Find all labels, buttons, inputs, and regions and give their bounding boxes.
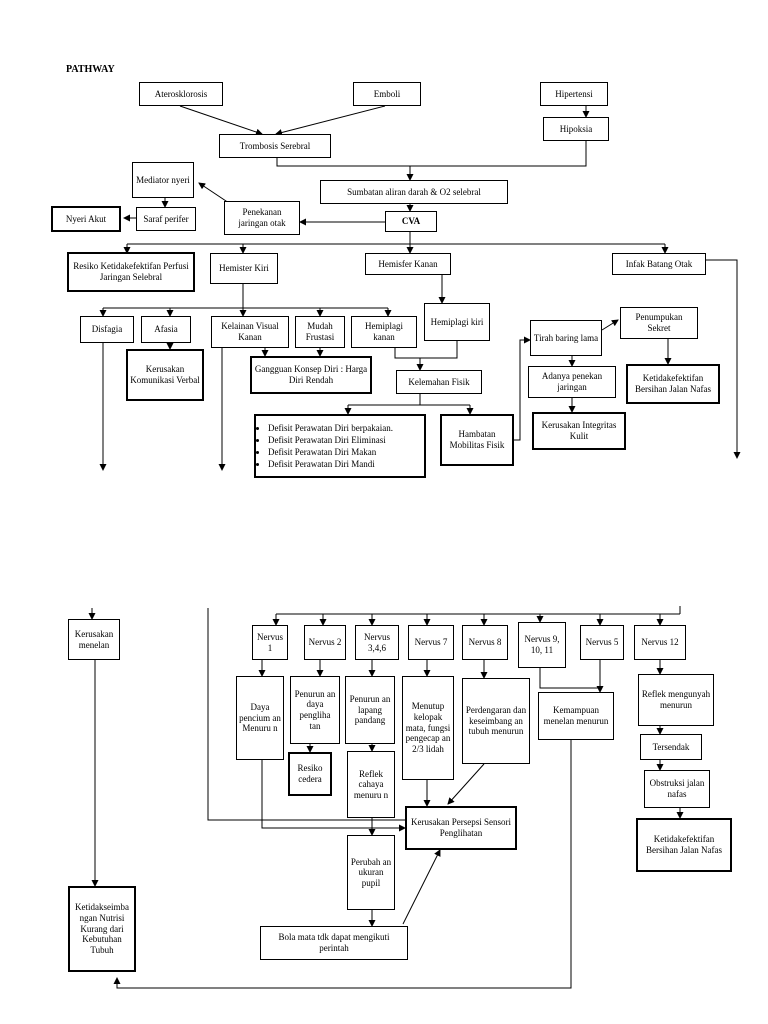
nervus-9-10-11-node: Nervus 9, 10, 11 [518, 622, 566, 668]
aterosklorosis-node: Aterosklorosis [139, 82, 223, 106]
nervus-8-node: Nervus 8 [462, 625, 508, 660]
kerusakan-menelan-node: Kerusakan menelan [68, 619, 120, 660]
bola-mata-node: Bola mata tdk dapat mengikuti perintah [260, 926, 408, 960]
resiko-perfusi-node: Resiko Ketidakefektifan Perfusi Jaringan… [67, 252, 195, 292]
penurunan-penglihatan-node: Penurun an daya pengliha tan [290, 676, 340, 744]
defisit-list: Defisit Perawatan Diri berpakaian. Defis… [258, 422, 393, 471]
ketidakefektifan-jalan-nafas-top-node: Ketidakefektifan Bersihan Jalan Nafas [626, 364, 720, 404]
kerusakan-integritas-node: Kerusakan Integritas Kulit [532, 412, 626, 450]
reflek-mengunyah-node: Reflek mengunyah menurun [638, 674, 714, 726]
saraf-perifer-node: Saraf perifer [136, 207, 196, 231]
kemampuan-menelan-node: Kemampuan menelan menurun [538, 692, 614, 740]
emboli-node: Emboli [353, 82, 421, 106]
penumpukan-sekret-node: Penumpukan Sekret [620, 307, 698, 339]
gangguan-konsep-node: Gangguan Konsep Diri : Harga Diri Rendah [250, 356, 372, 394]
obstruksi-node: Obstruksi jalan nafas [644, 770, 710, 808]
perubahan-pupil-node: Perubah an ukuran pupil [347, 835, 395, 910]
nervus-2-node: Nervus 2 [304, 625, 346, 660]
perdengaran-node: Perdengaran dan keseimbang an tubuh menu… [462, 678, 530, 764]
defisit-item: Defisit Perawatan Diri berpakaian. [268, 422, 393, 434]
reflek-cahaya-node: Reflek cahaya menuru n [347, 751, 395, 818]
kelainan-visual-node: Kelainan Visual Kanan [211, 316, 289, 348]
hemiplagi-kiri-node: Hemiplagi kiri [424, 303, 490, 341]
nervus-5-node: Nervus 5 [580, 625, 624, 660]
nyeri-akut-node: Nyeri Akut [51, 206, 121, 232]
kerusakan-komunikasi-node: Kerusakan Komunikasi Verbal [126, 349, 204, 401]
trombosis-node: Trombosis Serebral [219, 134, 331, 158]
adanya-penekan-node: Adanya penekan jaringan [528, 366, 616, 398]
nervus-1-node: Nervus 1 [252, 625, 288, 660]
mudah-frustasi-node: Mudah Frustasi [295, 316, 345, 348]
tirah-baring-node: Tirah baring lama [530, 320, 602, 356]
ketidakefektifan-jalan-nafas-bottom-node: Ketidakefektifan Bersihan Jalan Nafas [636, 818, 732, 872]
hemisfer-kanan-node: Hemisfer Kanan [365, 253, 451, 275]
defisit-perawatan-node: Defisit Perawatan Diri berpakaian. Defis… [254, 414, 426, 478]
hemiplagi-kanan-node: Hemiplagi kanan [351, 316, 417, 348]
penurunan-lapang-node: Penurun an lapang pandang [345, 676, 395, 744]
kerusakan-persepsi-node: Kerusakan Persepsi Sensori Penglihatan [405, 806, 517, 850]
cva-node: CVA [385, 211, 437, 232]
sumbatan-node: Sumbatan aliran darah & O2 selebral [320, 180, 508, 204]
infak-batang-otak-node: Infak Batang Otak [612, 253, 706, 275]
nervus-346-node: Nervus 3,4,6 [355, 625, 399, 660]
afasia-node: Afasia [141, 316, 191, 343]
resiko-cedera-node: Resiko cedera [288, 752, 332, 796]
disfagia-node: Disfagia [80, 316, 134, 343]
kelemahan-fisik-node: Kelemahan Fisik [396, 370, 482, 394]
tersendak-node: Tersendak [640, 734, 702, 760]
page-title: PATHWAY [66, 64, 115, 75]
mediator-nyeri-node: Mediator nyeri [132, 162, 194, 198]
hipoksia-node: Hipoksia [543, 117, 609, 141]
penekanan-node: Penekanan jaringan otak [224, 201, 300, 235]
hemister-kiri-node: Hemister Kiri [210, 253, 278, 284]
daya-pencium-node: Daya pencium an Menuru n [236, 676, 284, 760]
hambatan-mobilitas-node: Hambatan Mobilitas Fisik [440, 414, 514, 466]
menutup-kelopak-node: Menutup kelopak mata, fungsi pengecap an… [402, 676, 454, 780]
defisit-item: Defisit Perawatan Diri Mandi [268, 458, 393, 470]
defisit-item: Defisit Perawatan Diri Eliminasi [268, 434, 393, 446]
defisit-item: Defisit Perawatan Diri Makan [268, 446, 393, 458]
hipertensi-node: Hipertensi [540, 82, 608, 106]
ketidakseimbangan-nutrisi-node: Ketidakseimba ngan Nutrisi Kurang dari K… [68, 886, 136, 972]
nervus-7-node: Nervus 7 [408, 625, 454, 660]
nervus-12-node: Nervus 12 [634, 625, 686, 660]
